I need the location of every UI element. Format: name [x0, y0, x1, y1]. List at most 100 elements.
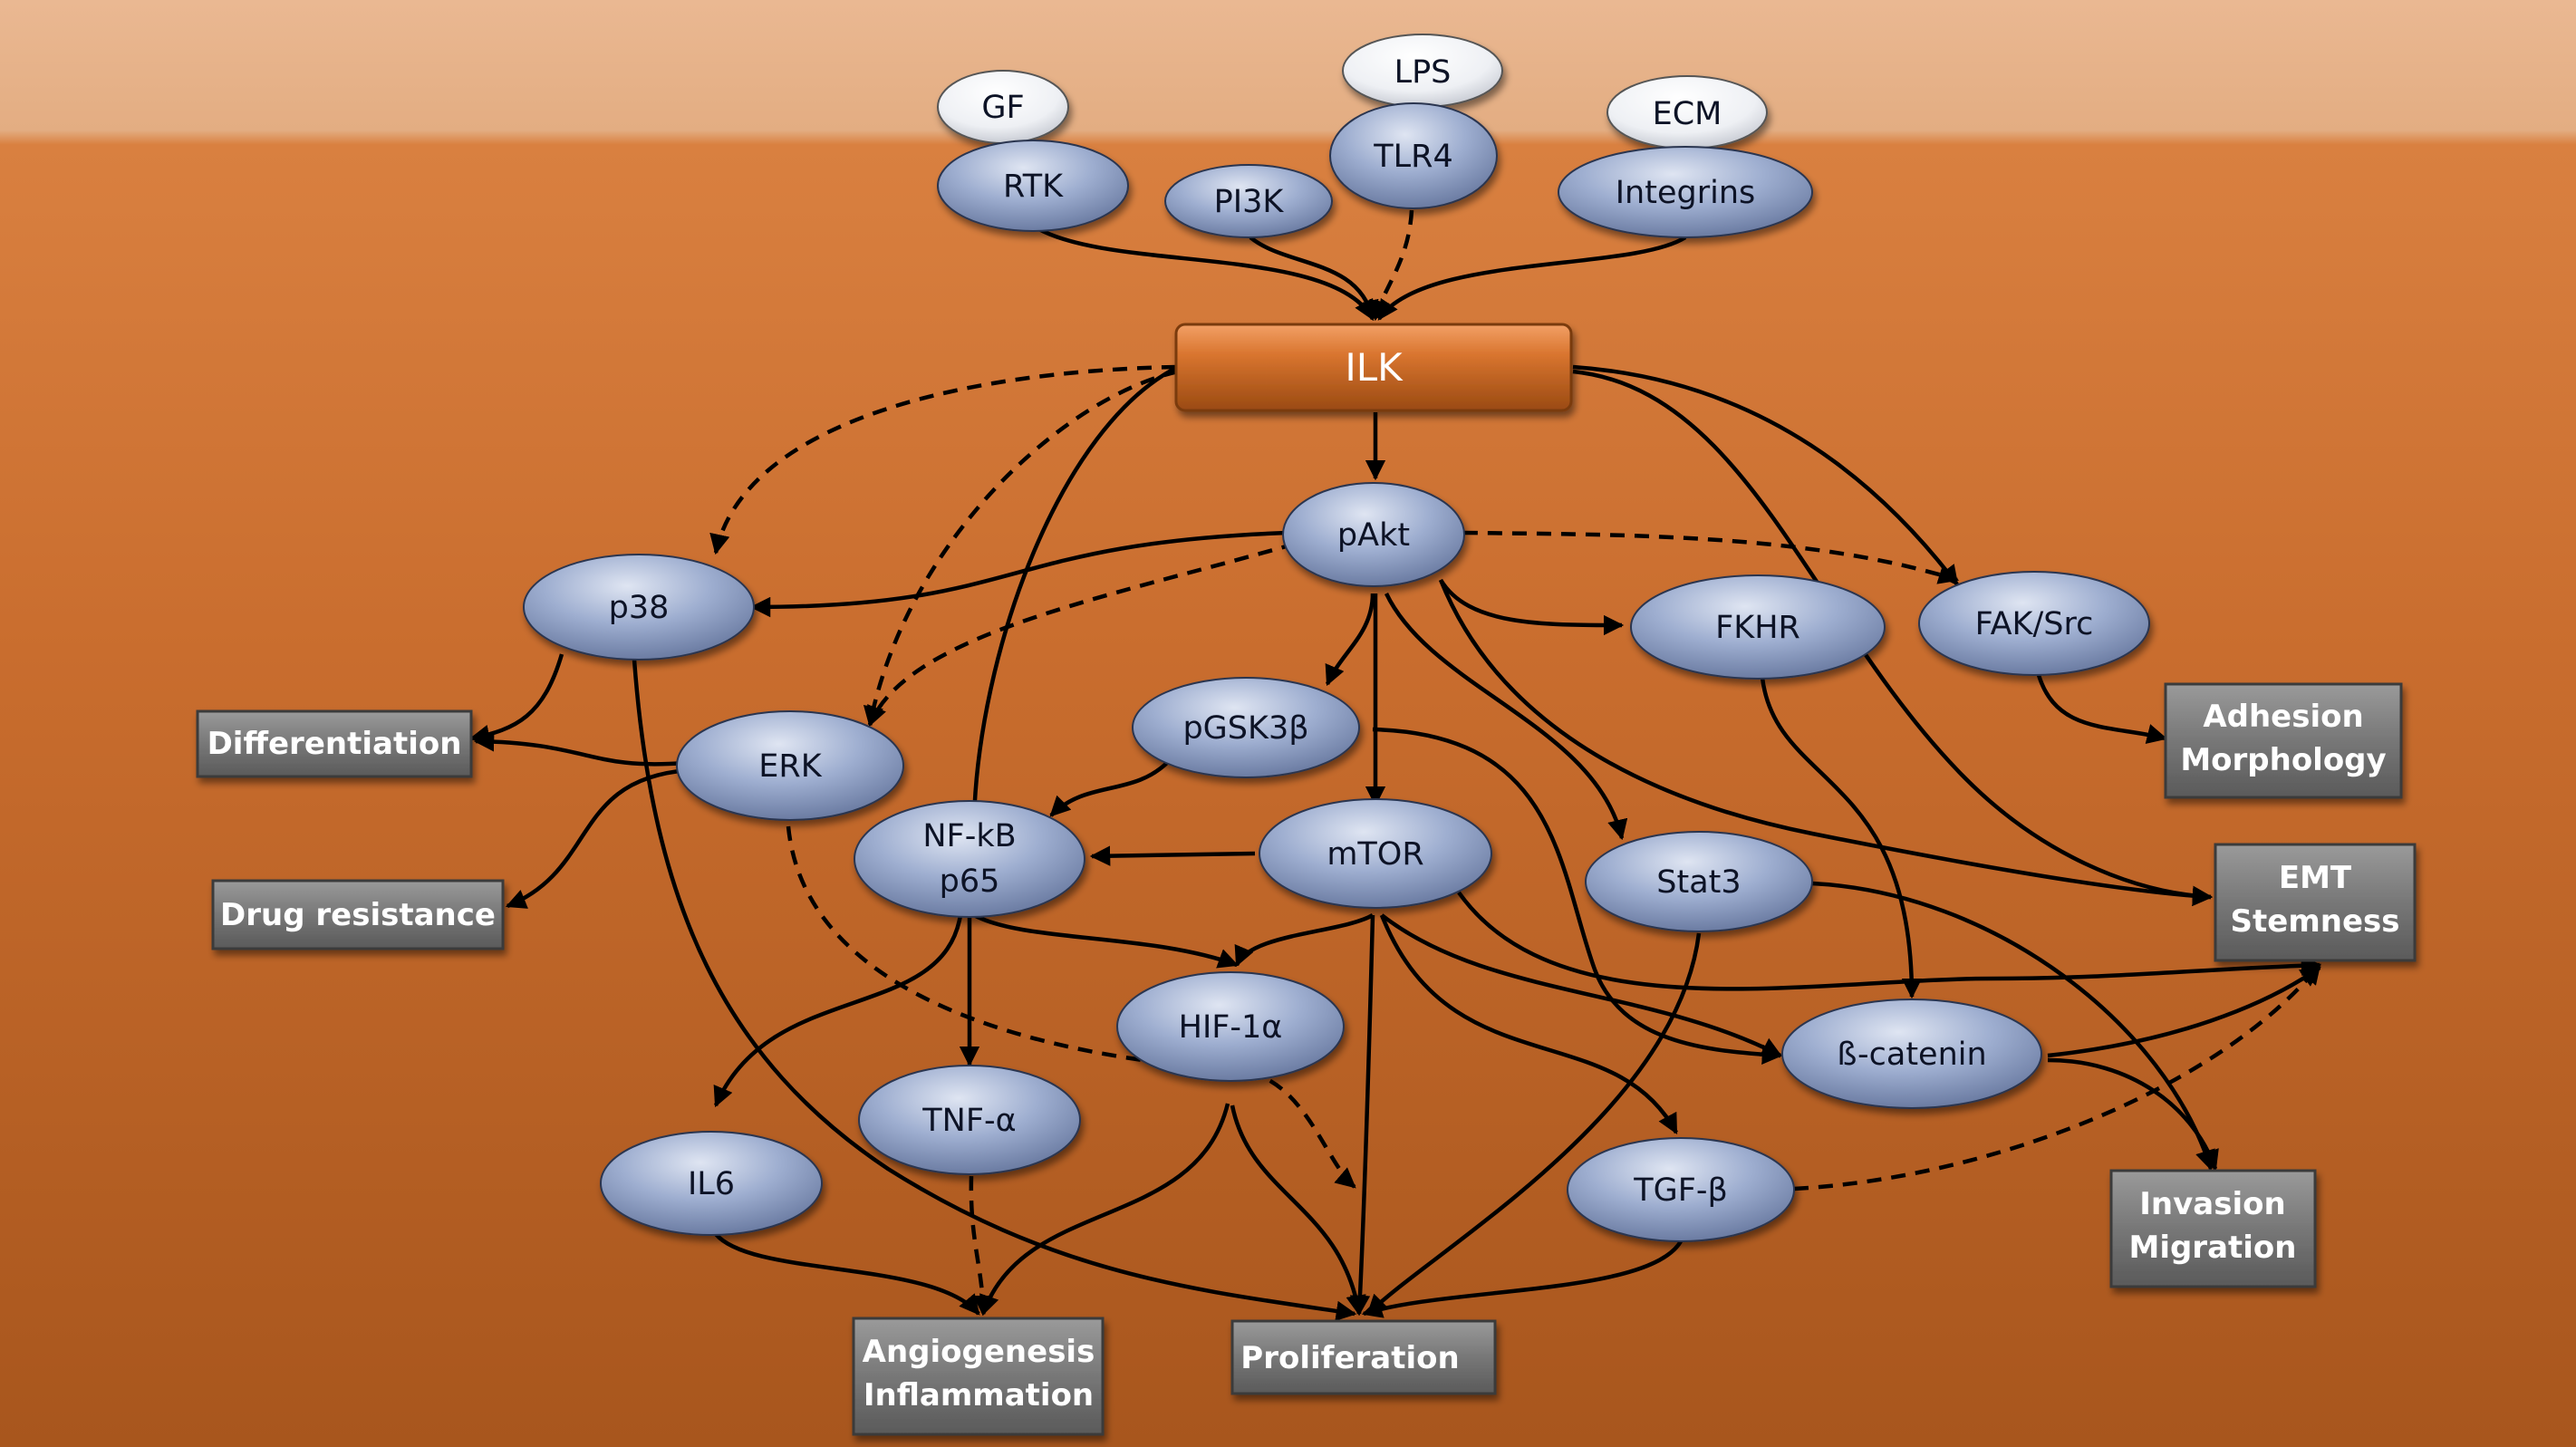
- edge-ilk-erk: [863, 369, 1179, 728]
- outcome-emt-label-line1: EMT: [2279, 860, 2352, 896]
- node-nfkb: [854, 800, 1085, 918]
- edge-faksrc-adhesion: [2036, 674, 2168, 745]
- edge-nfkb-il6: [713, 914, 963, 1108]
- node-mtor: [1259, 798, 1492, 909]
- ligand-lps-label: LPS: [1394, 54, 1452, 91]
- node-fkhr-label: FKHR: [1715, 610, 1800, 646]
- edge-pakt-stat3: [1384, 593, 1628, 841]
- receptor-rtk-label: RTK: [1003, 169, 1064, 205]
- outcome-boxes: Differentiation Drug resistance Adhesion…: [196, 682, 2417, 1436]
- edge-pakt-faksrc: [1462, 530, 1960, 584]
- edge-pakt-p38: [749, 530, 1288, 618]
- edge-stat3-invasion: [1811, 881, 2215, 1172]
- edge-il6-angio: [714, 1232, 980, 1316]
- ilk-hub: [1174, 323, 1573, 412]
- edge-bcatenin-invasion: [2047, 1057, 2219, 1172]
- edge-mtor-hif1a: [1234, 913, 1375, 968]
- node-pgsk3b-label: pGSK3β: [1182, 710, 1308, 747]
- edge-pakt-erk: [867, 541, 1297, 728]
- outcome-emt-label-line2: Stemness: [2231, 903, 2400, 940]
- edge-mtor-emt: [1457, 891, 2322, 991]
- outcome-differentiation: [196, 709, 473, 778]
- edge-pakt-fkhr: [1439, 578, 1625, 636]
- edge-pgsk3b-bcatenin: [1372, 727, 1783, 1066]
- edge-ilk-faksrc: [1572, 364, 1959, 586]
- edge-tnfa-angio: [969, 1175, 994, 1317]
- edge-pakt-emt: [1438, 579, 2214, 907]
- edge-erk-differentiation: [473, 731, 685, 767]
- edge-pi3k-ilk: [1249, 236, 1379, 322]
- receptor-rtk: [937, 140, 1129, 232]
- node-erk: [676, 710, 904, 821]
- edge-pgsk3b-nfkb: [1049, 759, 1171, 817]
- receptor-integrins-label: Integrins: [1616, 175, 1756, 211]
- edge-erk-drugres: [505, 767, 690, 909]
- edge-mtor-proliferation: [1349, 914, 1375, 1317]
- ilk-hub-label: ILK: [1345, 345, 1404, 390]
- node-hif1a-label: HIF-1α: [1179, 1009, 1283, 1046]
- outcome-invasion-label-line1: Invasion: [2139, 1186, 2285, 1222]
- node-p38: [523, 554, 755, 661]
- node-faksrc-label: FAK/Src: [1975, 606, 2094, 642]
- edge-stat3-proliferation: [1366, 932, 1702, 1316]
- edge-mtor-nfkb: [1089, 845, 1256, 866]
- node-pakt-label: pAkt: [1337, 517, 1410, 554]
- outcome-drug-resistance-label: Drug resistance: [220, 897, 496, 933]
- edge-fkhr-bcatenin: [1760, 677, 1923, 999]
- outcome-invasion-label-line2: Migration: [2128, 1230, 2296, 1266]
- receptor-tlr4-label: TLR4: [1373, 139, 1452, 175]
- outcome-proliferation: [1230, 1319, 1497, 1395]
- edge-pakt-pgsk3b: [1325, 593, 1375, 687]
- edge-rtk-ilk: [1036, 227, 1375, 321]
- node-pakt: [1282, 482, 1465, 587]
- node-bcatenin: [1781, 998, 2042, 1109]
- edge-ilk-emt: [1572, 369, 2214, 907]
- outcome-adhesion-label-line1: Adhesion: [2203, 699, 2363, 735]
- edge-ilk-nfkb: [964, 364, 1180, 823]
- node-p38-label: p38: [609, 590, 670, 626]
- node-stat3-label: Stat3: [1656, 864, 1741, 901]
- edge-tgfb-emt: [1793, 963, 2321, 1191]
- receptor-tlr4: [1329, 102, 1498, 209]
- node-tnfa: [858, 1065, 1081, 1175]
- node-pgsk3b: [1132, 677, 1360, 778]
- edge-mtor-tgfb: [1379, 914, 1678, 1134]
- node-bcatenin-label: ß-catenin: [1837, 1037, 1986, 1073]
- edge-hif1a-proliferation: [1230, 1105, 1366, 1317]
- node-erk-label: ERK: [758, 748, 822, 785]
- node-hif1a: [1116, 971, 1345, 1082]
- node-faksrc: [1918, 571, 2150, 676]
- node-nfkb-label-line2: p65: [940, 863, 1000, 900]
- ligand-gf-label: GF: [981, 90, 1024, 126]
- node-stat3: [1585, 831, 1813, 932]
- outcome-differentiation-label: Differentiation: [207, 726, 462, 762]
- edge-tgfb-proliferation: [1361, 1240, 1683, 1318]
- edge-integrins-ilk: [1377, 236, 1687, 321]
- outcome-emt: [2214, 843, 2417, 962]
- receptor-pi3k-label: PI3K: [1214, 184, 1285, 220]
- outcome-drug-resistance: [211, 879, 505, 950]
- edge-bcatenin-emt: [2047, 966, 2321, 1058]
- outcome-angiogenesis: [852, 1317, 1105, 1436]
- receptor-pi3k: [1164, 164, 1333, 238]
- outcome-invasion: [2109, 1169, 2317, 1288]
- receptor-integrins: [1558, 146, 1813, 238]
- node-il6-label: IL6: [688, 1166, 735, 1202]
- node-mtor-label: mTOR: [1327, 836, 1423, 873]
- node-tgfb-label: TGF-β: [1633, 1172, 1728, 1209]
- outcome-angiogenesis-label-line2: Inflammation: [863, 1377, 1094, 1413]
- edge-p38-proliferation: [632, 659, 1357, 1322]
- outcome-adhesion-label-line2: Morphology: [2180, 742, 2386, 778]
- edge-mtor-bcatenin: [1380, 913, 1782, 1057]
- node-il6: [600, 1131, 823, 1236]
- receptor-layer: GF RTK PI3K LPS TLR4 ECM Integrins: [937, 34, 1813, 238]
- edge-nfkb-hif1a: [972, 913, 1240, 969]
- outcome-proliferation-label: Proliferation: [1240, 1340, 1459, 1376]
- edge-hif1a-angio: [979, 1103, 1230, 1317]
- signaling-nodes: pAkt p38 ERK FKHR FAK/Src pGSK3β NF-kB p…: [523, 482, 2150, 1242]
- node-nfkb-label-line1: NF-kB: [922, 818, 1016, 854]
- outcome-angiogenesis-label-line1: Angiogenesis: [863, 1334, 1095, 1370]
- node-tgfb: [1567, 1137, 1795, 1242]
